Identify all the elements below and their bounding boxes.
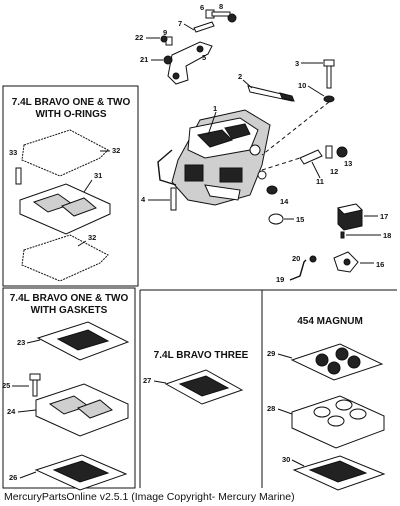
callout-18: 18 <box>383 231 391 240</box>
callout-30: 30 <box>282 455 290 464</box>
gasket-spacer-group: 23 25 24 26 <box>2 321 130 491</box>
callout-17: 17 <box>380 212 388 221</box>
callout-31: 31 <box>94 171 102 180</box>
fuel-inlet-parts: 11 12 13 14 <box>261 145 352 206</box>
callout-33: 33 <box>9 148 17 157</box>
callout-14: 14 <box>280 197 289 206</box>
panel-title-gaskets: 7.4L BRAVO ONE & TWO WITH GASKETS <box>9 293 129 316</box>
callout-10: 10 <box>298 81 306 90</box>
callout-1: 1 <box>213 104 217 113</box>
callout-12: 12 <box>330 167 338 176</box>
callout-5: 5 <box>202 53 206 62</box>
bravo-three-gasket: 27 <box>143 369 244 405</box>
stud-4: 4 <box>141 187 177 211</box>
throttle-bracket: 5 6 7 8 9 22 21 <box>135 2 237 85</box>
callout-7: 7 <box>178 19 182 28</box>
callout-16: 16 <box>376 260 384 269</box>
callout-19: 19 <box>276 275 284 284</box>
callout-9: 9 <box>163 28 167 37</box>
footer-copyright: MercuryPartsOnline v2.5.1 (Image Copyrig… <box>4 491 295 503</box>
callout-2: 2 <box>238 72 242 81</box>
callout-23: 23 <box>17 338 25 347</box>
panel-borders <box>2 85 397 489</box>
carburetor-assembly: 1 <box>157 104 271 206</box>
callout-28: 28 <box>267 404 275 413</box>
choke-parts: 15 17 18 16 20 19 <box>268 203 391 284</box>
callout-15: 15 <box>296 215 304 224</box>
callout-22: 22 <box>135 33 143 42</box>
bolt-3: 3 10 <box>261 59 335 156</box>
throttle-rod: 2 <box>238 72 295 102</box>
callout-32b: 32 <box>88 233 96 242</box>
callout-4: 4 <box>141 195 146 204</box>
panel-title-oring: 7.4L BRAVO ONE & TWO WITH O-RINGS <box>11 97 131 120</box>
callout-8: 8 <box>219 2 223 11</box>
callout-13: 13 <box>344 159 352 168</box>
callout-21: 21 <box>140 55 148 64</box>
callout-20: 20 <box>292 254 300 263</box>
callout-3: 3 <box>295 59 299 68</box>
callout-26: 26 <box>9 473 17 482</box>
callout-32a: 32 <box>112 146 120 155</box>
panel-title-454-magnum: 454 MAGNUM <box>297 316 363 327</box>
callout-29: 29 <box>267 349 275 358</box>
oring-spacer-group: 32 31 33 32 <box>9 129 120 282</box>
callout-11: 11 <box>316 177 324 186</box>
magnum-spacer-group: 29 28 30 <box>267 343 386 491</box>
panel-title-bravo-three: 7.4L BRAVO THREE <box>153 350 249 361</box>
callout-25: 25 <box>2 381 10 390</box>
callout-24: 24 <box>7 407 16 416</box>
callout-6: 6 <box>200 3 204 12</box>
callout-27: 27 <box>143 376 151 385</box>
